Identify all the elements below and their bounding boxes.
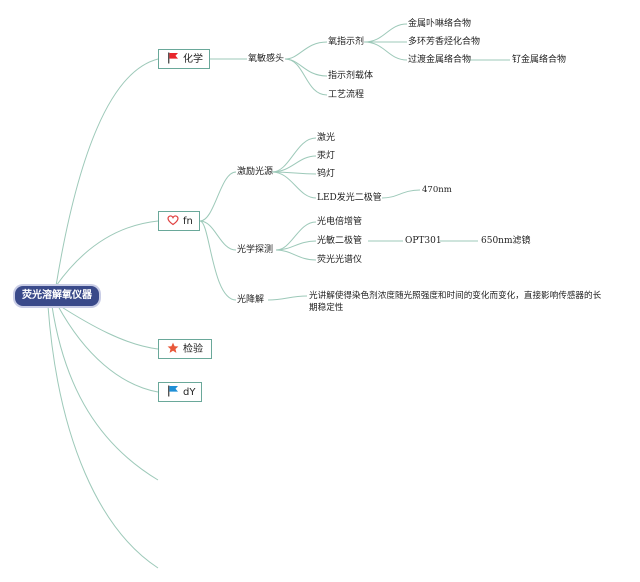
branch-dy[interactable]: dY <box>158 382 202 402</box>
node-oxygen-sensor[interactable]: 氧敏感头 <box>248 54 285 64</box>
node-470nm[interactable]: 470nm <box>422 185 452 195</box>
node-opt301[interactable]: OPT301 <box>405 236 442 246</box>
node-metal-porphyrin[interactable]: 金属卟啉络合物 <box>408 19 472 29</box>
node-indicator-carrier[interactable]: 指示剂载体 <box>328 71 374 81</box>
red-flag-icon <box>168 52 178 64</box>
branch-test[interactable]: 检验 <box>158 339 212 359</box>
node-mercury-lamp[interactable]: 汞灯 <box>317 151 336 161</box>
node-photodiode[interactable]: 光敏二极管 <box>317 236 363 246</box>
node-650nm-filter[interactable]: 650nm滤镜 <box>481 236 531 246</box>
root-node[interactable]: 荧光溶解氧仪器 <box>15 286 99 306</box>
branch-test-label: 检验 <box>183 344 203 355</box>
star-icon <box>167 342 179 353</box>
node-ruthenium-complex[interactable]: 钌金属络合物 <box>512 55 567 65</box>
node-transition-metal[interactable]: 过渡金属络合物 <box>408 55 472 65</box>
node-photomultiplier[interactable]: 光电倍增管 <box>317 217 363 227</box>
blue-flag-icon <box>168 385 178 397</box>
node-photobleaching-note[interactable]: 光讲解使得染色剂浓度随光照强度和时间的变化而变化，直接影响传感器的长期稳定性 <box>309 291 602 313</box>
node-oxygen-indicator[interactable]: 氧指示剂 <box>328 37 365 47</box>
heart-icon <box>167 215 179 226</box>
branch-chemistry-label: 化学 <box>183 54 203 65</box>
branch-chemistry[interactable]: 化学 <box>158 49 210 69</box>
node-led[interactable]: LED发光二极管 <box>317 193 382 203</box>
node-fluorescence-spectrometer[interactable]: 荧光光谱仪 <box>317 255 363 265</box>
node-process-flow[interactable]: 工艺流程 <box>328 90 365 100</box>
node-optical-detection[interactable]: 光学探测 <box>237 245 274 255</box>
branch-dy-label: dY <box>183 387 196 398</box>
node-polycyclic-aromatic[interactable]: 多环芳香烃化合物 <box>408 37 481 47</box>
branch-fn[interactable]: fn <box>158 211 200 231</box>
node-excitation-source[interactable]: 激励光源 <box>237 167 274 177</box>
node-laser[interactable]: 激光 <box>317 133 336 143</box>
node-photobleaching[interactable]: 光降解 <box>237 295 265 305</box>
branch-fn-label: fn <box>183 216 193 227</box>
node-tungsten-lamp[interactable]: 钨灯 <box>317 169 336 179</box>
